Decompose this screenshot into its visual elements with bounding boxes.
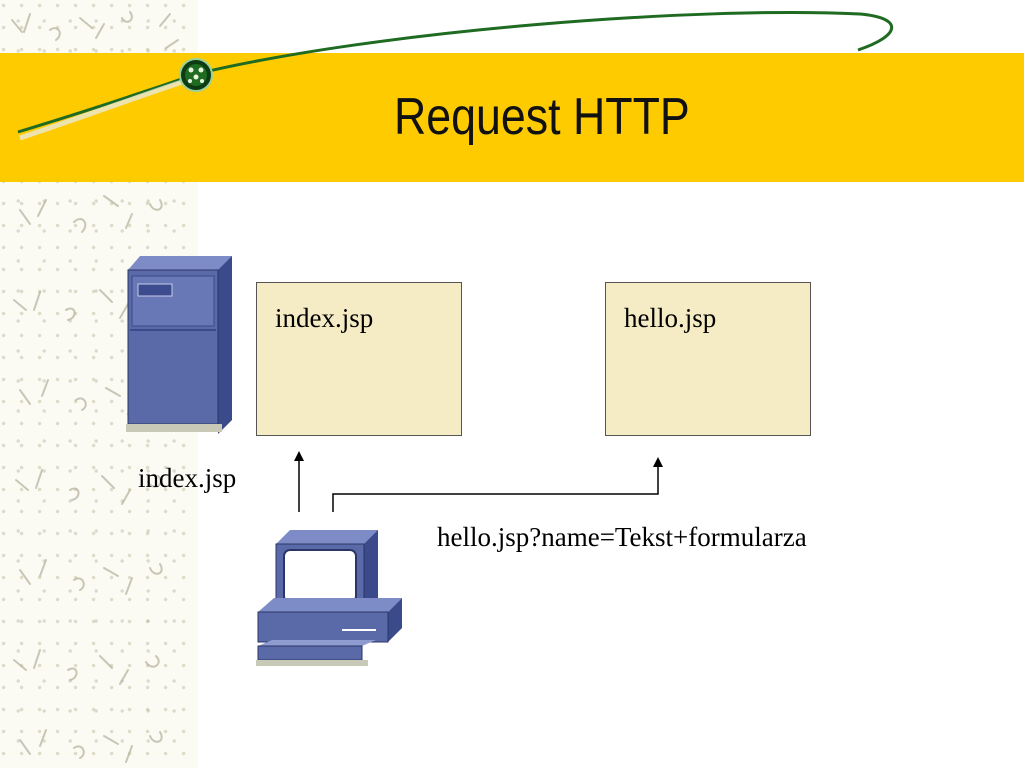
request-label-index: index.jsp: [138, 463, 237, 493]
page-label-index: index.jsp: [275, 303, 374, 333]
page-box-hello: hello.jsp: [605, 282, 811, 436]
request-label-hello: hello.jsp?name=Tekst+formularza: [437, 522, 807, 552]
slide-title: Request HTTP: [394, 88, 690, 146]
page-box-index: index.jsp: [256, 282, 462, 436]
title-band-pattern: [0, 53, 198, 182]
network-globe-icon: [179, 58, 213, 92]
server-icon: [126, 256, 232, 434]
computer-icon: [256, 530, 402, 666]
green-swoosh: [17, 10, 894, 141]
title-band: [0, 53, 1024, 182]
pattern-glyphs: [11, 11, 179, 763]
page-label-hello: hello.jsp: [624, 303, 717, 333]
arrow-to-hello: [332, 457, 663, 512]
